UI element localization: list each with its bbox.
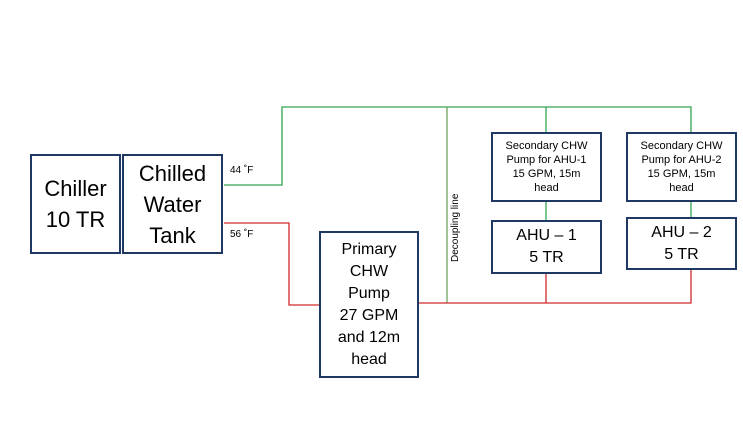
ahu-2-name: AHU – 2 <box>651 223 712 241</box>
sec-pump-2-label: Secondary CHW Pump for AHU-2 15 GPM, 15m… <box>640 140 723 194</box>
secondary-chw-pump-ahu-2-box: Secondary CHW Pump for AHU-2 15 GPM, 15m… <box>626 132 737 202</box>
primary-chw-pump-box: Primary CHW Pump 27 GPM and 12m head <box>319 231 419 378</box>
chiller-capacity: 10 TR <box>45 207 106 232</box>
ahu-2-box: AHU – 2 5 TR <box>626 217 737 270</box>
return-line-to-primary-pump <box>224 222 319 306</box>
chiller-box: Chiller 10 TR <box>30 154 121 254</box>
primary-pump-label: Primary CHW Pump 27 GPM and 12m head <box>337 240 401 368</box>
supply-line <box>224 106 692 186</box>
ahu-1-name: AHU – 1 <box>516 227 577 244</box>
decoupling-line-label: Decoupling line <box>450 193 461 262</box>
supply-temperature-label: 44 ˚F <box>230 165 254 176</box>
return-temperature-label: 56 ˚F <box>230 229 254 240</box>
ahu-1-capacity: 5 TR <box>529 249 564 266</box>
tank-line-2: Water <box>143 191 202 217</box>
return-header <box>419 270 692 304</box>
secondary-chw-pump-ahu-1-box: Secondary CHW Pump for AHU-1 15 GPM, 15m… <box>491 132 602 202</box>
chilled-water-tank-box: Chilled Water Tank <box>122 154 223 254</box>
tank-line-3: Tank <box>149 222 196 248</box>
tank-line-1: Chilled <box>138 160 207 186</box>
ahu-2-capacity: 5 TR <box>664 245 699 263</box>
chiller-name: Chiller <box>44 176 107 201</box>
sec-pump-1-label: Secondary CHW Pump for AHU-1 15 GPM, 15m… <box>505 140 588 194</box>
ahu-1-box: AHU – 1 5 TR <box>491 220 602 274</box>
